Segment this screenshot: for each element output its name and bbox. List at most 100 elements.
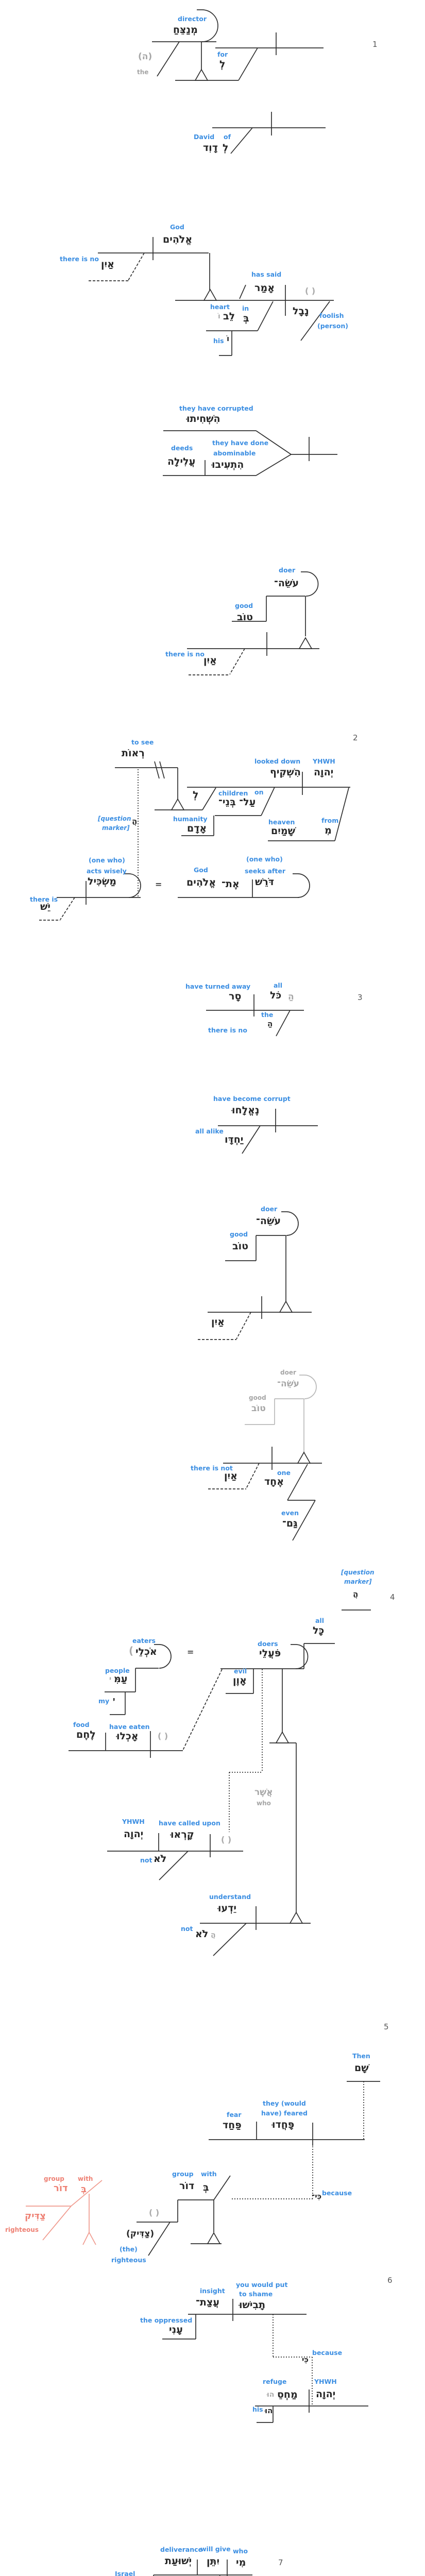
v3d-good-heb: טוֹב xyxy=(251,1403,266,1414)
pedestal-triangle-icon xyxy=(289,1911,303,1924)
v1b-his-heb: וֹ xyxy=(227,334,230,343)
diagram-line xyxy=(229,648,245,675)
v5-with-gloss: with xyxy=(201,2170,217,2178)
v3c-good-gloss: good xyxy=(230,1230,248,1238)
v1b-heart-heb: לֵב xyxy=(223,311,235,322)
v1b-god-gloss: God xyxy=(170,223,184,231)
v4-eaters-heb: אֹכְלֵי xyxy=(135,1646,157,1657)
v1b-hassaid-gloss: has said xyxy=(251,270,282,278)
v1-david-heb: דָוִד xyxy=(203,142,218,154)
v6-because-heb: כִּי xyxy=(302,2355,309,2364)
v3-all-heb: כֹּל xyxy=(270,990,282,1001)
v4-evil-heb: אָוֶן xyxy=(233,1675,247,1686)
v1d-doer-heb: עֹשֵׂה־ xyxy=(274,578,299,589)
v4-eaters-gloss: eaters xyxy=(132,1637,156,1645)
v6-putshame-gloss2: to shame xyxy=(239,2290,273,2298)
v1-of-gloss: of xyxy=(224,133,231,141)
v3c-good-heb: טוֹב xyxy=(232,1241,249,1252)
v1-the-gloss: the xyxy=(137,69,149,76)
diagram-line xyxy=(256,430,292,455)
diagram-line xyxy=(334,787,349,841)
diagram-line xyxy=(236,1312,251,1340)
v4-evil-gloss: evil xyxy=(234,1667,247,1675)
v4-qmarker-gloss1: [question xyxy=(341,1569,375,1576)
diagram-line xyxy=(159,761,165,779)
v3d-even-heb: גַּם־ xyxy=(282,1518,298,1529)
diagram-line xyxy=(71,2180,103,2207)
diagram-line xyxy=(238,47,258,81)
v3-the-ghost-heb: הַ xyxy=(288,992,294,1002)
v4-not1-gloss: not xyxy=(140,1856,152,1864)
v5-with-heb: בְּ xyxy=(203,2182,209,2193)
v2-onchildren-heb: עַל־ בְּנֵי־ xyxy=(218,796,256,808)
diagram-line xyxy=(292,1500,316,1541)
v4-yhwh-gloss: YHWH xyxy=(122,1818,145,1825)
v4-who-gloss: who xyxy=(257,1800,271,1807)
pedestal-triangle-icon xyxy=(194,69,209,81)
v4-food-gloss: food xyxy=(73,1721,90,1728)
v6-his-ghost-heb: הוּ xyxy=(267,2391,275,2399)
v2-yhwh-gloss: YHWH xyxy=(313,757,335,765)
v1b-thereisno-gloss: there is no xyxy=(60,255,99,263)
diagram-line xyxy=(42,2206,72,2241)
v2-qmarker-gloss1: [question xyxy=(98,815,131,822)
diagram-line xyxy=(261,787,275,816)
v2-god-heb: אֱלֹהִים xyxy=(186,877,216,888)
participle-hook-icon xyxy=(197,9,218,42)
diagram-line xyxy=(256,454,292,476)
v4-paren-open: ( xyxy=(129,1645,134,1657)
v6-his-heb: הוּ xyxy=(265,2406,273,2415)
v5-righteous-heb: (צַדִּיק) xyxy=(126,2229,155,2239)
v6-yhwh-gloss: YHWH xyxy=(314,2378,337,2385)
v2-tosee-gloss: to see xyxy=(131,738,154,746)
v1b-his-ghost-heb: וֹ xyxy=(218,312,220,320)
section-5: 5 xyxy=(384,2022,389,2031)
v2-seeksafter-gloss: seeks after xyxy=(245,867,285,875)
v2-yhwh-heb: יְהוָה xyxy=(314,767,334,778)
v5-the-gloss: (the) xyxy=(120,2245,138,2253)
diagram-line xyxy=(182,1669,223,1751)
v4-food-heb: לֶחֶם xyxy=(76,1729,96,1740)
v7-who-heb: מִי xyxy=(236,2557,246,2568)
v2-actswisely-gloss: acts wisely xyxy=(87,867,127,875)
v5-subject-placeholder: ( ) xyxy=(149,2208,160,2217)
v4-eaten-subject: ( ) xyxy=(158,1731,168,1741)
v6-putshame-heb: תָבִישׁוּ xyxy=(239,2299,266,2311)
v3d-thereisnot-gloss: there is not xyxy=(191,1464,233,1472)
v4-who-heb: אֲשֶׁר xyxy=(254,1787,273,1798)
v2-children-gloss: children xyxy=(218,789,248,797)
diagram-line xyxy=(213,2175,231,2200)
diagram-line xyxy=(213,1923,247,1956)
alt-righteous-heb: צַדִּיק xyxy=(25,2211,46,2222)
v1d-doer-gloss: doer xyxy=(279,566,296,574)
v2-thereis-heb: יֵשׁ xyxy=(40,901,51,912)
v4-my-heb: י xyxy=(113,1695,115,1704)
v1c-abominable-gloss2: abominable xyxy=(213,449,256,457)
v1b-foolish-heb: נָבָל xyxy=(293,306,309,317)
participle-hook-icon xyxy=(154,1644,172,1669)
alt-group-gloss: group xyxy=(44,2175,64,2182)
v6-oppressed-gloss: the oppressed xyxy=(140,2316,193,2324)
v1c-deeds-gloss: deeds xyxy=(171,444,193,452)
v5-group-heb: דוֹר xyxy=(179,2180,195,2192)
pedestal-triangle-icon xyxy=(275,1731,290,1743)
v4-not2-heb: לֹא xyxy=(195,1928,209,1940)
v4-equals: = xyxy=(187,1647,194,1657)
v5-righteous-gloss: righteous xyxy=(111,2256,146,2264)
v2-equals: = xyxy=(155,879,162,889)
v4-people-gloss: people xyxy=(105,1667,130,1674)
alt-group-heb: דוֹר xyxy=(54,2183,68,2194)
diagram-line xyxy=(257,301,274,331)
alt-with-gloss: with xyxy=(78,2175,93,2182)
v2-humanity-heb: אָדָם xyxy=(187,823,207,834)
v5-fear-gloss: fear xyxy=(227,2111,242,2119)
diagram-line xyxy=(300,301,330,341)
alt-with-heb: בְּ xyxy=(81,2184,87,2195)
alt-righteous-gloss: righteous xyxy=(5,2226,39,2233)
v4-doers-gloss: doers xyxy=(258,1640,278,1648)
v7-willgive-heb: יִתֵּן xyxy=(207,2556,220,2567)
v5-then-gloss: Then xyxy=(352,2052,370,2060)
v2-heaven-heb: שָׁמַיִם xyxy=(271,825,295,837)
v2-seeksafter-heb: דֹּרֵשׁ xyxy=(255,876,275,888)
v5-because-gloss: because xyxy=(322,2189,352,2197)
